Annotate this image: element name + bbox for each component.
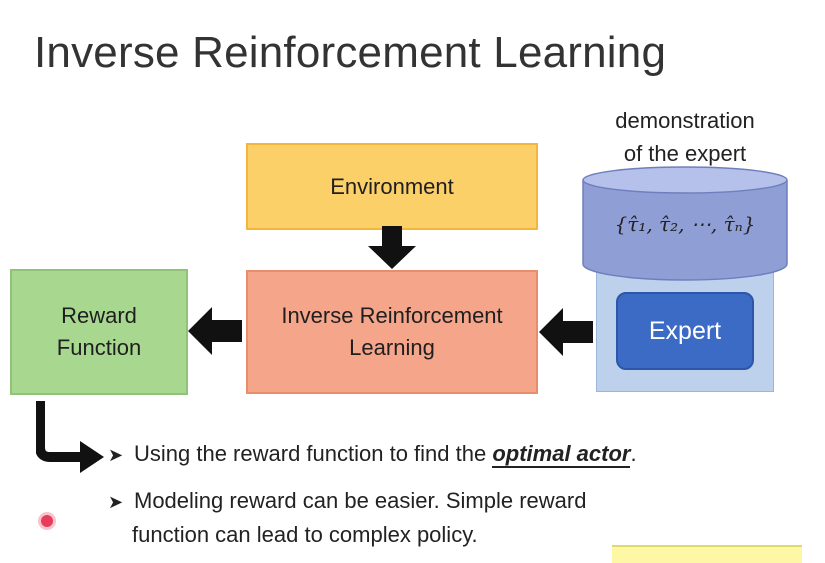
trajectory-set: {τ̂₁, τ̂₂, ⋯, τ̂ₙ} xyxy=(614,212,756,236)
bullet-2-line-1: Modeling reward can be easier. Simple re… xyxy=(134,488,587,513)
bullet-1-suffix: . xyxy=(630,441,637,466)
arrow-down-icon xyxy=(368,226,416,269)
demonstration-caption: demonstration of the expert xyxy=(575,104,795,170)
expert-box: Expert xyxy=(616,292,754,370)
bullet-1-text: Using the reward function to find the xyxy=(134,441,493,466)
arrowhead-bullet-icon: ➤ xyxy=(108,492,124,512)
irl-label-line-1: Inverse Reinforcement xyxy=(281,303,503,329)
bullet-optimal-actor: ➤ Using the reward function to find the o… xyxy=(108,437,637,471)
partial-yellow-box xyxy=(612,545,802,563)
inverse-rl-box: Inverse Reinforcement Learning xyxy=(246,270,538,394)
slide-title: Inverse Reinforcement Learning xyxy=(34,28,667,77)
caption-line-1: demonstration xyxy=(615,108,755,133)
arrow-left-icon xyxy=(188,307,242,355)
arrowhead-bullet-icon: ➤ xyxy=(108,445,124,465)
bent-arrow-icon xyxy=(36,401,104,473)
caption-line-2: of the expert xyxy=(623,141,747,166)
environment-box: Environment xyxy=(246,143,538,230)
bullet-2-line-2: function can lead to complex policy. xyxy=(132,522,478,548)
reward-label-line-2: Function xyxy=(56,335,142,360)
irl-label-line-2: Learning xyxy=(349,335,435,360)
reward-function-box: Reward Function xyxy=(10,269,188,395)
arrow-left-icon xyxy=(539,308,593,356)
pointer-cursor-icon xyxy=(41,515,53,527)
bullet-1-emphasis: optimal actor xyxy=(492,441,631,468)
demonstration-database-cylinder xyxy=(582,166,788,281)
bullet-modeling-reward: ➤ Modeling reward can be easier. Simple r… xyxy=(108,484,586,552)
reward-label-line-1: Reward xyxy=(61,303,137,329)
